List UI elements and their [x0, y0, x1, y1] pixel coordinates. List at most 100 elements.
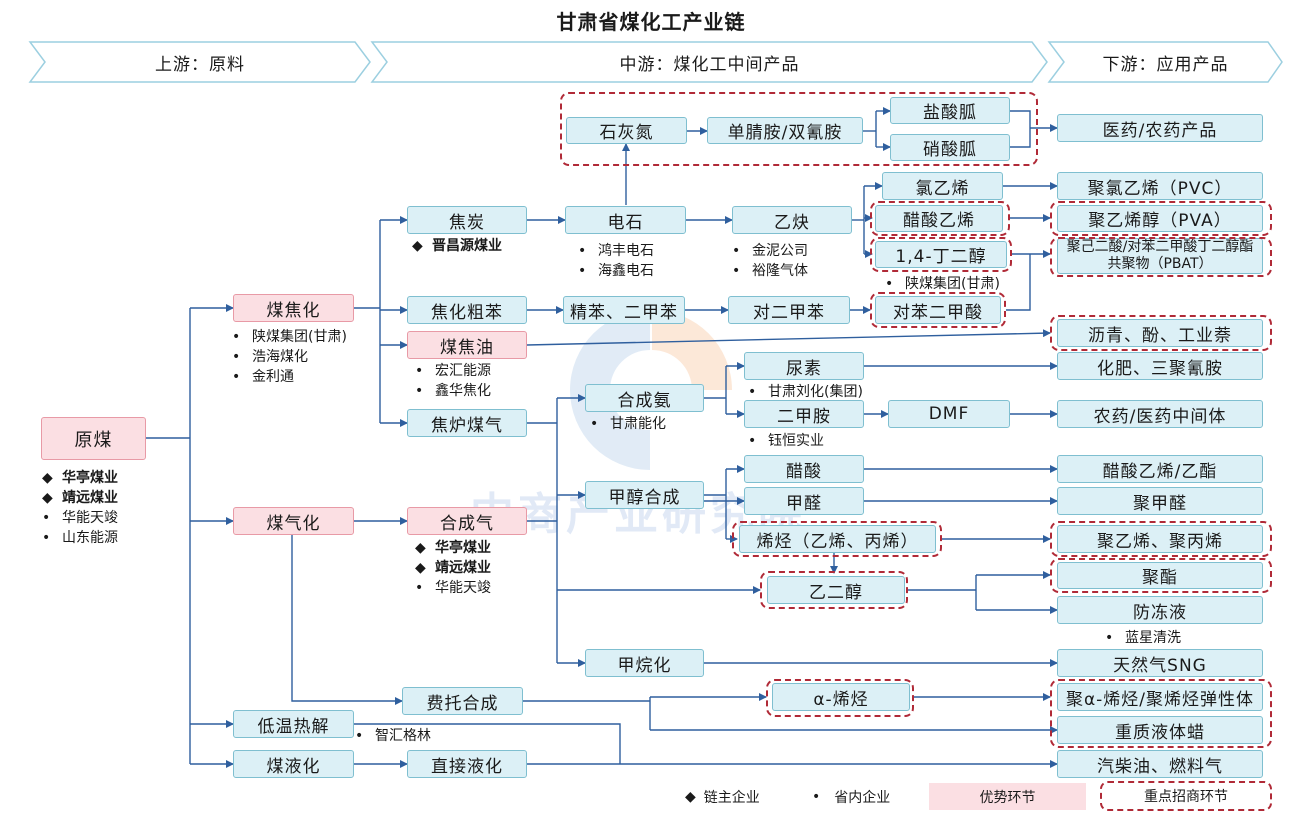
node-gasification: 煤气化: [233, 507, 354, 535]
stage-banner-down: [1047, 41, 1283, 83]
company-item: •浩海煤化: [232, 349, 308, 365]
node-pesticide-intermediate: 农药/医药中间体: [1057, 400, 1263, 428]
node-dimethylamine: 二甲胺: [744, 400, 864, 428]
node-ethylene-glycol: 乙二醇: [767, 576, 905, 604]
company-item: •华能天竣: [42, 510, 118, 526]
company-item: •陕煤集团(甘肃): [885, 276, 1000, 292]
node-p-xylene: 对二甲苯: [728, 296, 850, 324]
companies-dimethylamine: •钰恒实业: [748, 431, 824, 451]
node-methanation: 甲烷化: [585, 649, 704, 677]
node-pva: 聚乙烯醇（PVA）: [1057, 205, 1263, 232]
company-item: •宏汇能源: [415, 363, 491, 379]
node-fuel-oil-gas: 汽柴油、燃料气: [1057, 750, 1263, 778]
node-acetylene: 乙炔: [732, 206, 852, 234]
company-item: ◆华亭煤业: [42, 470, 118, 486]
node-butanediol: 1,4-丁二醇: [875, 241, 1007, 268]
companies-urea: •甘肃刘化(集团): [748, 382, 863, 402]
node-low-temp-pyrolysis: 低温热解: [233, 710, 354, 738]
node-vinyl-chloride: 氯乙烯: [882, 172, 1003, 200]
node-direct-liquefaction: 直接液化: [407, 750, 527, 778]
company-item: ◆靖远煤业: [42, 490, 118, 506]
companies-coke: ◆晋昌源煤业: [412, 236, 502, 256]
companies-antifreeze: •蓝星清洗: [1105, 628, 1181, 648]
legend-local: •省内企业: [812, 789, 891, 806]
node-pvc: 聚氯乙烯（PVC）: [1057, 172, 1263, 200]
node-sng: 天然气SNG: [1057, 649, 1263, 677]
company-item: •陕煤集团(甘肃): [232, 329, 347, 345]
node-coal-tar: 煤焦油: [407, 331, 527, 359]
node-coke-oven-gas: 焦炉煤气: [407, 409, 527, 437]
companies-butanediol: •陕煤集团(甘肃): [885, 274, 1000, 294]
node-fischer-tropsch: 费托合成: [402, 687, 523, 715]
node-pharma-pesticide: 医药/农药产品: [1057, 114, 1263, 142]
node-polyester: 聚酯: [1057, 562, 1263, 589]
node-pbat: 聚己二酸/对苯二甲酸丁二醇酯共聚物（PBAT）: [1057, 238, 1263, 274]
node-pta: 对苯二甲酸: [875, 296, 1001, 324]
node-coke: 焦炭: [407, 206, 527, 234]
node-dmf: DMF: [888, 400, 1010, 428]
node-polyoxymethylene: 聚甲醛: [1057, 487, 1263, 515]
company-item: •鑫华焦化: [415, 383, 491, 399]
node-pitch-phenol-naphthalene: 沥青、酚、工业萘: [1057, 319, 1263, 347]
company-item: •甘肃能化: [590, 416, 666, 432]
node-vinyl-acetate: 醋酸乙烯: [875, 205, 1003, 232]
node-guanidine-hcl: 盐酸胍: [890, 97, 1010, 124]
node-raw-coal: 原煤: [41, 417, 146, 460]
node-formaldehyde: 甲醛: [744, 487, 864, 515]
node-syngas: 合成气: [407, 507, 527, 535]
node-pao-poe: 聚α-烯烃/聚烯烃弹性体: [1057, 683, 1263, 711]
company-item: •金泥公司: [732, 243, 808, 259]
stage-midstream: 中游：煤化工中间产品: [619, 54, 800, 75]
legend-focus: 重点招商环节: [1100, 781, 1272, 811]
company-item: •鸿丰电石: [578, 243, 654, 259]
node-crude-benzene: 焦化粗苯: [407, 296, 527, 324]
page-title: 甘肃省煤化工产业链: [556, 10, 746, 34]
company-item: ◆靖远煤业: [415, 560, 491, 576]
node-dicyandiamide: 单腈胺/双氰胺: [707, 117, 863, 144]
node-alpha-olefin: α-烯烃: [772, 683, 910, 711]
companies-raw-coal: ◆华亭煤业 ◆靖远煤业 •华能天竣 •山东能源: [42, 468, 118, 548]
companies-coal-tar: •宏汇能源 •鑫华焦化: [415, 361, 491, 401]
node-synthetic-ammonia: 合成氨: [585, 384, 704, 412]
companies-pyrolysis: •智汇格林: [355, 726, 431, 746]
node-olefins: 烯烃（乙烯、丙烯）: [739, 525, 936, 553]
companies-calcium-carbide: •鸿丰电石 •海鑫电石: [578, 241, 654, 281]
stage-banner-mid: [370, 41, 1048, 83]
legend-advantage: 优势环节: [929, 783, 1086, 810]
companies-coking: •陕煤集团(甘肃) •浩海煤化 •金利通: [232, 327, 347, 387]
companies-acetylene: •金泥公司 •裕隆气体: [732, 241, 808, 281]
node-coking: 煤焦化: [233, 294, 354, 322]
node-heavy-wax: 重质液体蜡: [1057, 716, 1263, 744]
stage-upstream: 上游：原料: [155, 54, 245, 75]
companies-ammonia: •甘肃能化: [590, 414, 666, 434]
company-item: ◆华亭煤业: [415, 540, 491, 556]
node-antifreeze: 防冻液: [1057, 596, 1263, 624]
stage-downstream: 下游：应用产品: [1102, 54, 1229, 75]
company-item: ◆晋昌源煤业: [412, 238, 502, 254]
node-acetic-acid: 醋酸: [744, 455, 864, 483]
company-item: •华能天竣: [415, 580, 491, 596]
company-item: •钰恒实业: [748, 433, 824, 449]
legend-leader: ◆链主企业: [685, 789, 760, 806]
company-item: •山东能源: [42, 530, 118, 546]
node-methanol-synthesis: 甲醇合成: [585, 481, 704, 509]
node-fertilizer-melamine: 化肥、三聚氰胺: [1057, 352, 1263, 380]
node-calcium-cyanamide: 石灰氮: [566, 117, 687, 144]
company-item: •甘肃刘化(集团): [748, 384, 863, 400]
node-calcium-carbide: 电石: [565, 206, 686, 234]
company-item: •智汇格林: [355, 728, 431, 744]
node-coal-liquefaction: 煤液化: [233, 750, 354, 778]
node-pe-pp: 聚乙烯、聚丙烯: [1057, 525, 1263, 553]
stage-banner-up: [28, 41, 371, 83]
company-item: •蓝星清洗: [1105, 630, 1181, 646]
node-guanidine-nitrate: 硝酸胍: [890, 134, 1010, 161]
company-item: •金利通: [232, 369, 294, 385]
node-urea: 尿素: [744, 352, 864, 380]
companies-syngas: ◆华亭煤业 ◆靖远煤业 •华能天竣: [415, 538, 491, 598]
node-benzene-xylene: 精苯、二甲苯: [563, 296, 685, 324]
company-item: •裕隆气体: [732, 263, 808, 279]
node-acetate-esters: 醋酸乙烯/乙酯: [1057, 455, 1263, 483]
company-item: •海鑫电石: [578, 263, 654, 279]
